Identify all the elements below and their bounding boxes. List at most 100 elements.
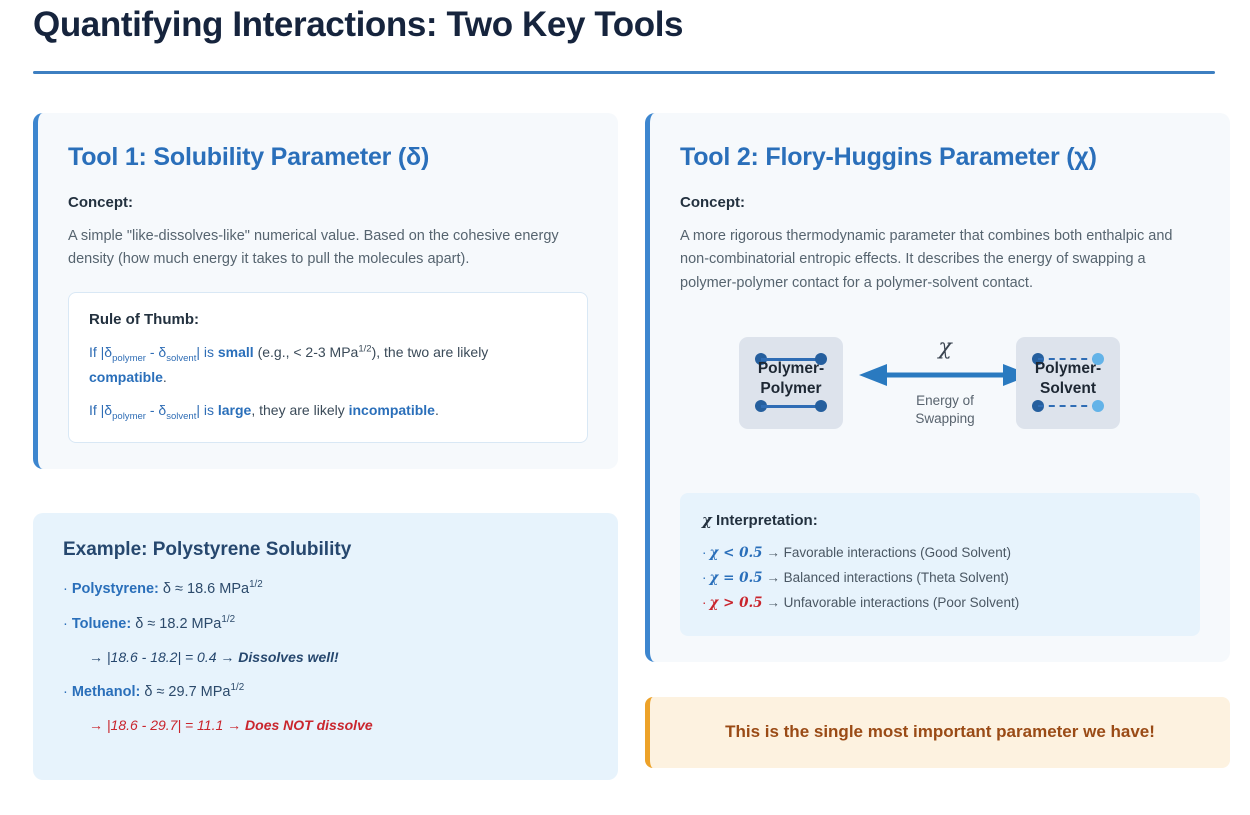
bullet-dot-icon: · <box>63 683 68 700</box>
rot1-sup: 1/2 <box>358 343 372 355</box>
polymer-solvent-bond-bottom-icon <box>1032 400 1104 413</box>
bond-line-dashed-icon <box>1038 358 1098 361</box>
polymer-solvent-label: Polymer- Solvent <box>1016 359 1120 399</box>
polymer-polymer-label-line2: Polymer <box>760 380 822 398</box>
rule-of-thumb-box: Rule of Thumb: If |δpolymer - δsolvent| … <box>68 291 588 444</box>
example-bullet-polystyrene: ·Polystyrene: δ ≈ 18.6 MPa1/2 <box>63 579 588 597</box>
bond-line-solid-icon <box>761 358 821 361</box>
rot1-mid: - δ <box>145 343 167 360</box>
polymer-solvent-label-line2: Solvent <box>1040 380 1096 398</box>
example-result-toluene: → |18.6 - 18.2| = 0.4 → Dissolves well! <box>89 649 588 665</box>
rot2-sub-solvent: solvent <box>166 411 197 423</box>
example-name-polystyrene: Polystyrene: <box>71 581 159 598</box>
chi-condition-1: χ = 0.5 <box>709 570 763 587</box>
example-result-methanol-calc: → |18.6 - 29.7| = 11.1 → <box>89 716 246 733</box>
rot2-emphasis-incompatible: incompatible <box>348 402 435 419</box>
chi-interpretation-box: χ Interpretation: ·χ < 0.5 → Favorable i… <box>680 493 1200 637</box>
rot1-emphasis-small: small <box>217 343 254 360</box>
bullet-dot-icon: · <box>702 595 707 611</box>
rot2-prefix: If |δ <box>89 402 113 419</box>
bullet-dot-icon: · <box>702 570 707 586</box>
rot1-emphasis-compatible: compatible <box>89 368 163 385</box>
example-result-toluene-verdict: Dissolves well! <box>238 649 339 666</box>
tool-1-concept-label: Concept: <box>68 194 133 211</box>
node-dark-icon <box>815 353 827 366</box>
chi-result-0: → Favorable interactions (Good Solvent) <box>762 545 1011 561</box>
rot2-detail: , they are likely <box>251 402 349 419</box>
chi-symbol-label: χ <box>938 335 952 361</box>
polymer-polymer-bond-bottom-icon <box>755 400 827 413</box>
rule-of-thumb-line-1: If |δpolymer - δsolvent| is small (e.g.,… <box>89 341 567 388</box>
chi-item-theta-solvent: ·χ = 0.5 → Balanced interactions (Theta … <box>702 566 1178 591</box>
chi-condition-2: χ > 0.5 <box>709 595 763 612</box>
example-value-methanol: δ ≈ 29.7 MPa <box>140 683 231 700</box>
chi-item-poor-solvent: ·χ > 0.5 → Unfavorable interactions (Poo… <box>702 591 1178 616</box>
swap-caption-line1: Energy of <box>916 393 974 409</box>
rot1-detail: (e.g., < 2-3 MPa <box>253 343 359 360</box>
example-result-methanol: → |18.6 - 29.7| = 11.1 → Does NOT dissol… <box>89 717 588 733</box>
title-divider <box>33 71 1215 74</box>
page-title: Quantifying Interactions: Two Key Tools <box>33 5 684 44</box>
example-result-methanol-verdict: Does NOT dissolve <box>245 716 373 733</box>
chi-interpretation-title: χ Interpretation: <box>702 511 1178 529</box>
swap-caption: Energy of Swapping <box>855 392 1035 428</box>
swap-arrow-group: χ Energy of Swapping <box>855 335 1035 428</box>
chi-result-2: → Unfavorable interactions (Poor Solvent… <box>762 595 1020 611</box>
tool-2-title: Tool 2: Flory-Huggins Parameter (χ) <box>680 143 1097 171</box>
example-card: Example: Polystyrene Solubility ·Polysty… <box>33 513 618 780</box>
rot1-sub-polymer: polymer <box>112 352 146 364</box>
example-sup-toluene: 1/2 <box>221 614 236 626</box>
tool-1-concept-text: A simple "like-dissolves-like" numerical… <box>68 228 559 268</box>
polymer-solvent-box: Polymer- Solvent <box>1016 337 1120 430</box>
left-column: Tool 1: Solubility Parameter (δ) Concept… <box>33 113 618 780</box>
tool-2-card: Tool 2: Flory-Huggins Parameter (χ) Conc… <box>645 113 1230 663</box>
rot2-after: | is <box>196 402 218 419</box>
right-column: Tool 2: Flory-Huggins Parameter (χ) Conc… <box>645 113 1230 768</box>
polymer-polymer-box: Polymer- Polymer <box>739 337 843 430</box>
rot1-sub-solvent: solvent <box>166 352 197 364</box>
swap-diagram: Polymer- Polymer χ Energy of <box>680 329 1200 459</box>
example-title: Example: Polystyrene Solubility <box>63 539 352 561</box>
example-name-methanol: Methanol: <box>71 683 141 700</box>
rot2-period: . <box>434 402 439 419</box>
rot1-prefix: If |δ <box>89 343 113 360</box>
rot1-after: | is <box>196 343 218 360</box>
example-result-toluene-calc: → |18.6 - 18.2| = 0.4 → <box>89 649 239 666</box>
bullet-dot-icon: · <box>63 581 68 598</box>
tool-2-concept-label: Concept: <box>680 194 745 211</box>
double-arrow-icon <box>855 363 1035 387</box>
node-dark-icon <box>815 400 827 413</box>
tool-1-title: Tool 1: Solubility Parameter (δ) <box>68 143 430 171</box>
rule-of-thumb-line-2: If |δpolymer - δsolvent| is large, they … <box>89 399 567 424</box>
rot2-emphasis-large: large <box>217 402 252 419</box>
bond-line-solid-icon <box>761 405 821 408</box>
chi-title-symbol: χ <box>702 511 712 530</box>
node-light-icon <box>1092 353 1104 366</box>
bond-line-dashed-icon <box>1038 405 1098 408</box>
rule-of-thumb-title: Rule of Thumb: <box>89 310 199 328</box>
example-sup-methanol: 1/2 <box>230 682 245 694</box>
chi-result-1: → Balanced interactions (Theta Solvent) <box>762 570 1009 586</box>
bullet-dot-icon: · <box>702 545 707 561</box>
bullet-dot-icon: · <box>63 616 68 633</box>
rot1-period: . <box>162 368 167 385</box>
example-bullet-toluene: ·Toluene: δ ≈ 18.2 MPa1/2 <box>63 614 588 632</box>
rot2-sub-polymer: polymer <box>112 411 146 423</box>
polymer-solvent-bond-top-icon <box>1032 353 1104 366</box>
polymer-polymer-label-line1: Polymer- <box>757 360 825 378</box>
rot2-mid: - δ <box>145 402 167 419</box>
tool-1-card: Tool 1: Solubility Parameter (δ) Concept… <box>33 113 618 470</box>
rot1-detail-end: ), the two are likely <box>371 343 489 360</box>
example-sup-polystyrene: 1/2 <box>249 579 263 591</box>
tool-2-concept-text: A more rigorous thermodynamic parameter … <box>680 228 1173 291</box>
polymer-polymer-bond-top-icon <box>755 353 827 366</box>
chi-condition-0: χ < 0.5 <box>709 545 763 562</box>
polymer-polymer-label: Polymer- Polymer <box>739 359 843 399</box>
polymer-solvent-label-line1: Polymer- <box>1034 360 1102 378</box>
example-name-toluene: Toluene: <box>71 616 132 633</box>
chi-title-text: Interpretation: <box>711 512 818 530</box>
swap-caption-line2: Swapping <box>915 411 975 427</box>
chi-item-good-solvent: ·χ < 0.5 → Favorable interactions (Good … <box>702 541 1178 566</box>
example-value-toluene: δ ≈ 18.2 MPa <box>131 616 222 633</box>
